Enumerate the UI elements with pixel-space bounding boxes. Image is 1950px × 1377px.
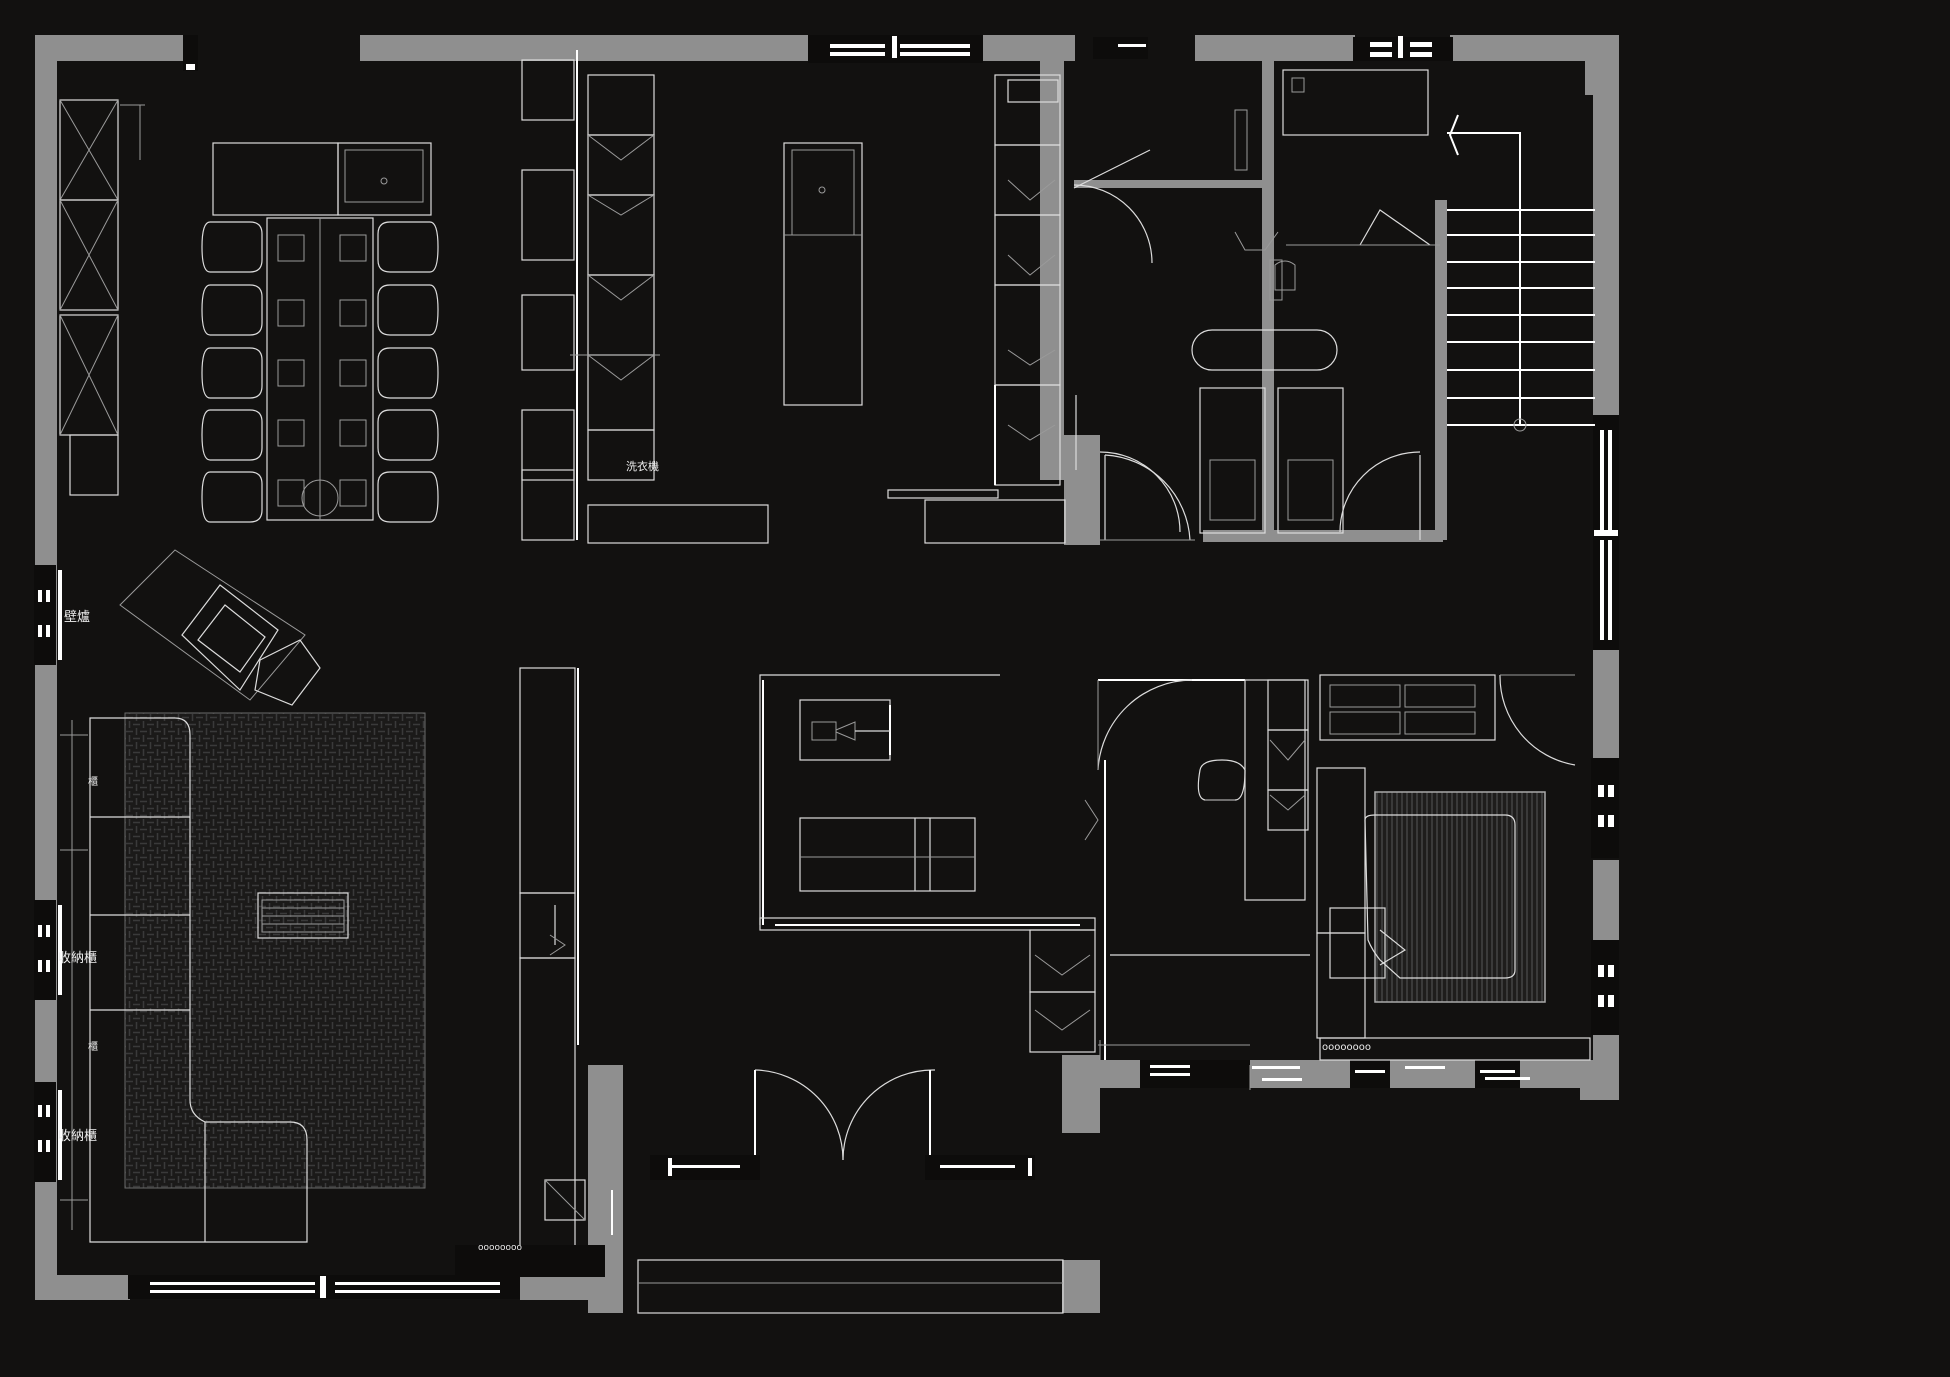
windows [34,35,1619,1299]
master-bedroom: oooooooo [1084,674,1591,1061]
study-room [759,674,1096,1053]
place-settings [277,234,367,507]
label-storage-1: 收納櫃 [58,951,97,966]
left-cabinets [59,99,145,496]
breaker-label: oooooooo [478,1243,523,1253]
bathrooms [1073,69,1440,540]
label-storage-2: 收納櫃 [58,1129,97,1144]
label-washer: 洗衣機 [626,459,659,473]
dining-chairs [201,221,439,523]
label-small-1: 櫃 [88,775,98,788]
label-small-2: 櫃 [88,1040,98,1053]
label-fireplace: 壁爐 [64,610,90,625]
shelf-label: oooooooo [1322,1042,1371,1053]
right-room-lines [1098,1040,1251,1090]
entry-and-study: oooooooo [455,667,1064,1314]
recliner [119,549,321,706]
exterior-walls [35,35,1619,1313]
kitchen [521,50,1077,544]
dining-area [201,142,439,523]
stairs [1447,114,1595,432]
front-doors [650,1069,1035,1180]
corridor-door [1100,454,1195,541]
living-room [60,712,426,1243]
